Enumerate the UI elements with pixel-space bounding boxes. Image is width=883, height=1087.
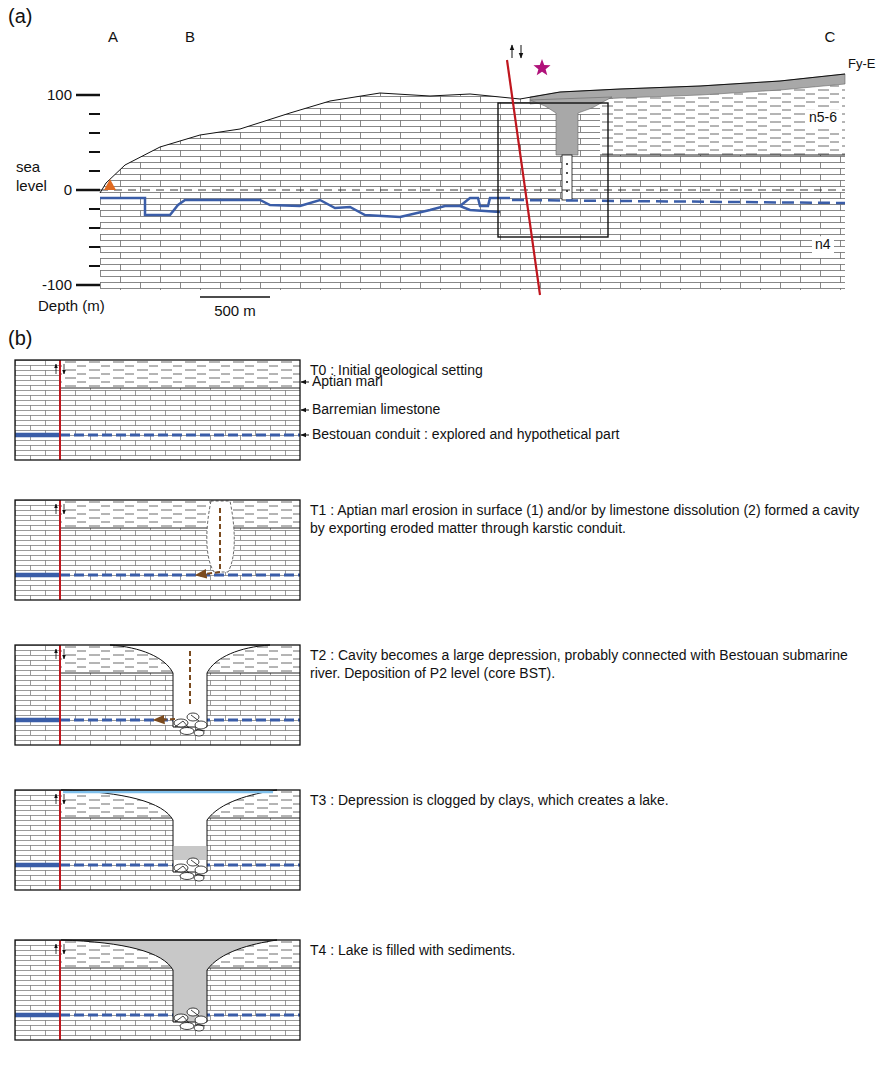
stage-t4 xyxy=(15,940,300,1040)
figure-part xyxy=(521,45,522,58)
figure-part xyxy=(207,501,234,572)
stage-caption: T3 : Depression is clogged by clays, whi… xyxy=(310,792,870,810)
axis-value: 0 xyxy=(64,181,72,200)
figure-part xyxy=(76,94,100,97)
figure-part xyxy=(174,1008,207,1031)
section-point: C xyxy=(825,28,836,47)
spring-triangle xyxy=(104,179,116,190)
figure-part xyxy=(566,163,568,192)
figure-part xyxy=(89,208,100,210)
figure-part xyxy=(15,360,300,460)
bestouan-conduit xyxy=(100,198,510,217)
stage-t1 xyxy=(15,500,300,600)
stage-t2 xyxy=(15,645,300,745)
figure-part xyxy=(15,940,300,1040)
figure-part xyxy=(89,246,100,248)
figure-part xyxy=(15,790,300,890)
formation-label: n5-6 xyxy=(806,109,840,127)
figure-part xyxy=(61,940,277,1022)
axis-value: -100 xyxy=(42,276,72,295)
figure-part xyxy=(301,435,309,436)
fault-line xyxy=(507,60,540,295)
figure-part xyxy=(76,189,100,192)
figure-part xyxy=(155,719,175,720)
sea-level-line xyxy=(100,190,845,191)
formation-label: Fy-E xyxy=(848,56,875,72)
figure-part xyxy=(15,645,300,745)
stage-caption: T1 : Aptian marl erosion in surface (1) … xyxy=(310,502,870,537)
figure-part xyxy=(89,227,100,229)
figure-part xyxy=(174,858,207,881)
figure-part xyxy=(301,410,309,411)
figure-part xyxy=(566,163,568,165)
limestone-n4 xyxy=(100,74,845,290)
sinkhole-fill xyxy=(530,97,612,155)
figure-part xyxy=(89,151,100,153)
figure-part xyxy=(174,846,207,860)
formation-label: n4 xyxy=(812,236,834,254)
core-column xyxy=(562,155,572,200)
figure-part xyxy=(76,284,100,287)
panel-letter: (b) xyxy=(8,326,32,351)
panel-letter: (a) xyxy=(8,4,32,29)
scale-label: 500 m xyxy=(214,302,256,321)
figure-part xyxy=(301,382,309,383)
figure-part xyxy=(189,651,191,707)
figure-part xyxy=(566,172,568,174)
figure-part xyxy=(15,360,300,460)
figure-part xyxy=(15,940,300,1040)
figure-part xyxy=(15,500,300,600)
scale-bar xyxy=(200,296,270,298)
axis-title: Depth (m) xyxy=(38,297,105,316)
layer-label: Barremian limestone xyxy=(312,401,440,419)
hypothetical-conduit xyxy=(512,200,845,203)
ground-surface xyxy=(100,74,845,193)
stage-caption: T2 : Cavity becomes a large depression, … xyxy=(310,647,870,682)
section-point: B xyxy=(185,28,195,47)
axis-value: 100 xyxy=(47,86,72,105)
depth-axis xyxy=(76,95,100,285)
figure-part xyxy=(89,265,100,267)
figure-part xyxy=(197,572,220,575)
core-star xyxy=(533,59,550,75)
figure-part xyxy=(89,170,100,172)
axis-label: sea level xyxy=(16,158,68,196)
figure-part xyxy=(219,508,221,570)
stage-t3 xyxy=(15,790,300,890)
figure-part xyxy=(512,45,513,58)
layer-label: Aptian marl xyxy=(312,373,383,391)
figure-part xyxy=(63,791,273,794)
figure-part xyxy=(174,713,207,736)
figure-part xyxy=(15,500,300,600)
stage-caption: T4 : Lake is filled with sediments. xyxy=(310,942,870,960)
section-point: A xyxy=(108,28,118,47)
figure-part xyxy=(89,113,100,115)
layer-label: Bestouan conduit : explored and hypothet… xyxy=(312,426,619,444)
section-a xyxy=(76,45,845,297)
detail-box xyxy=(498,103,608,237)
figure-part xyxy=(15,790,300,890)
figure-part xyxy=(61,790,277,872)
figure-part xyxy=(566,181,568,183)
figure-part xyxy=(15,645,300,745)
figure-part xyxy=(89,132,100,134)
figure-part xyxy=(600,155,845,156)
stage-t0 xyxy=(15,360,300,460)
leader-arrows xyxy=(301,382,309,435)
